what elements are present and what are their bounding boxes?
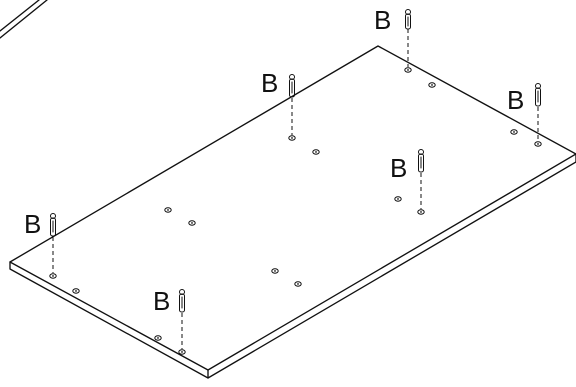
board-hole <box>394 196 402 202</box>
board-hole <box>72 288 80 294</box>
board-outline <box>9 45 576 379</box>
board-hole <box>271 268 279 274</box>
dowel-b-4: B <box>390 149 425 215</box>
board-hole <box>154 335 162 341</box>
part-label-b: B <box>390 153 407 183</box>
dowel-b-3: B <box>507 83 542 147</box>
part-label-b: B <box>261 68 278 98</box>
adjacent-panel-edge <box>0 0 48 39</box>
dowel-icon <box>535 83 541 107</box>
dowel-b-2: B <box>261 68 296 141</box>
board-hole <box>312 149 320 155</box>
board-hole <box>510 129 518 135</box>
dowel-icon <box>179 289 185 313</box>
board-panel <box>9 45 576 379</box>
dowel-icon <box>289 74 295 98</box>
part-label-b: B <box>507 85 524 115</box>
dowel-b-1: B <box>374 5 412 73</box>
dowel-icon <box>50 213 56 237</box>
dowel-icon <box>418 149 424 173</box>
board-hole <box>294 281 302 287</box>
dowel-b-6: B <box>153 286 186 355</box>
part-label-b: B <box>374 5 391 35</box>
dowel-b-5: B <box>24 209 57 279</box>
part-label-b: B <box>24 209 41 239</box>
dowel-icon <box>405 9 411 30</box>
board-hole <box>188 220 196 226</box>
board-hole <box>428 82 436 88</box>
board-holes <box>72 82 518 341</box>
board-top-edge <box>9 153 576 371</box>
part-label-b: B <box>153 286 170 316</box>
board-hole <box>164 207 172 213</box>
